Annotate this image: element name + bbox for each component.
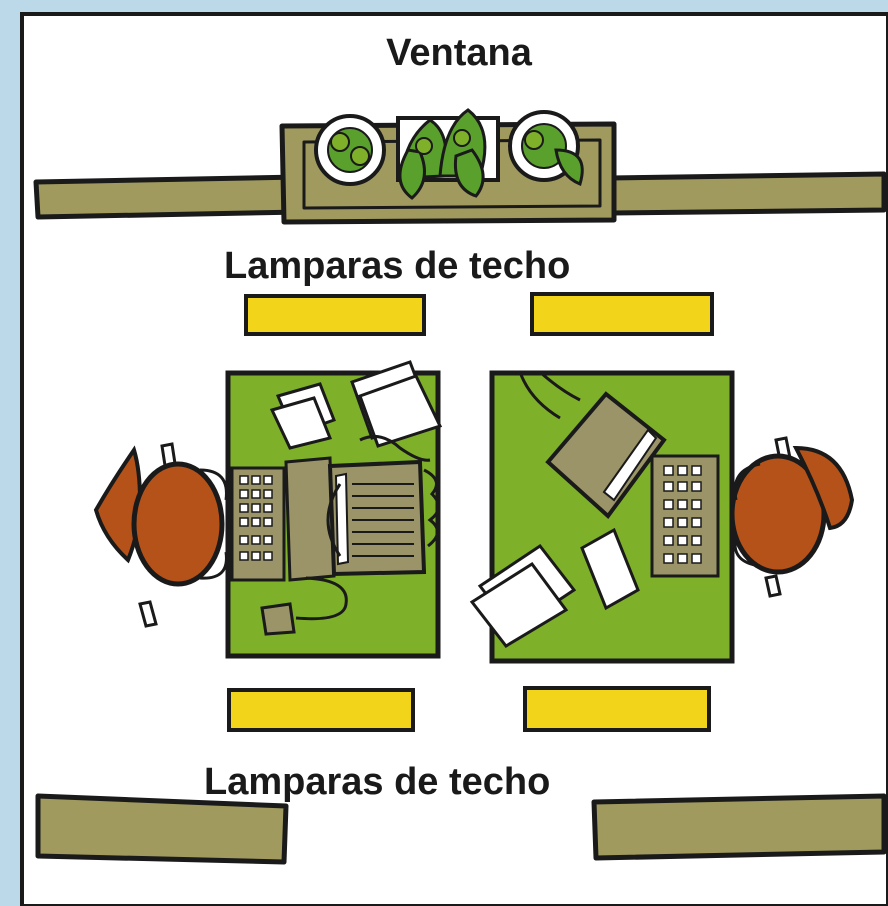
mouse-icon <box>260 576 348 636</box>
computer-icon <box>284 434 440 582</box>
ceiling-lamps-top <box>244 292 714 336</box>
paper-stack-icon <box>469 527 640 648</box>
keyboard-icon <box>650 454 720 578</box>
person-topdown-icon <box>729 436 855 598</box>
potted-plants-icon <box>314 108 584 200</box>
window-label: Ventana <box>386 32 532 74</box>
paper-stack-icon <box>269 360 443 450</box>
top-wall <box>33 171 887 220</box>
bottom-wall <box>35 793 887 865</box>
ceiling-lamp <box>523 686 711 732</box>
ceiling-lamp <box>530 292 714 336</box>
ceiling-lamps-bottom <box>227 686 711 732</box>
ceiling-lamp <box>227 688 415 732</box>
person-topdown-icon <box>93 442 228 628</box>
fax-machine-icon <box>518 370 667 519</box>
keyboard-icon <box>230 466 286 582</box>
left-desk <box>225 360 443 659</box>
ceiling-lamps-top-label: Lamparas de techo <box>224 245 571 287</box>
ceiling-lamps-bottom-label: Lamparas de techo <box>204 761 551 803</box>
ceiling-lamp <box>244 294 426 336</box>
right-desk <box>469 370 735 664</box>
